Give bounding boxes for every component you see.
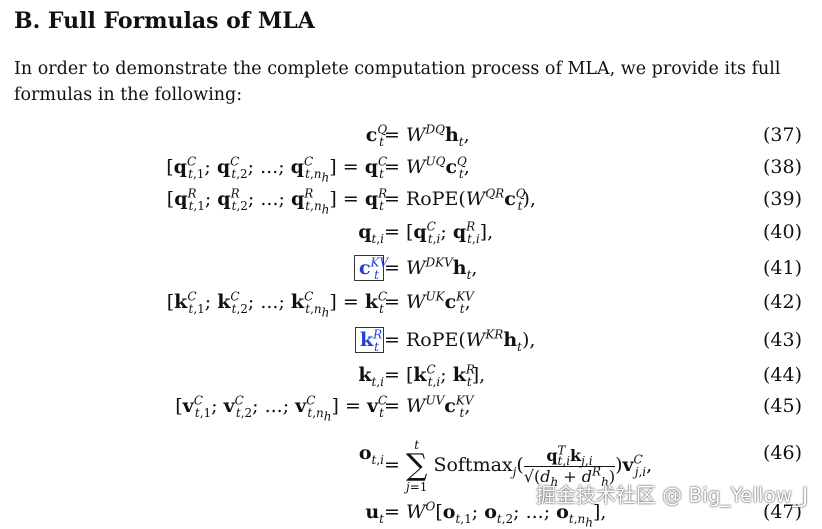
intro-paragraph: In order to demonstrate the complete com…: [14, 59, 781, 105]
equation-lhs: [qCt,1; qCt,2; ...; qCt,nh] = qCt: [166, 154, 388, 185]
equation-rhs: = [qCt,i; qRt,i],: [384, 219, 494, 246]
equation-rhs: = WUKcKVt,: [384, 289, 474, 316]
equation-41: cKVt = WDKVht, (41): [0, 253, 822, 283]
equation-lhs: ot,i: [358, 442, 384, 467]
equation-37: cQt = WDQht, (37): [0, 120, 822, 150]
equation-lhs: cKVt: [353, 253, 388, 283]
equation-number: (43): [762, 329, 802, 351]
equation-lhs: qt,i: [358, 221, 384, 246]
equation-number: (37): [762, 124, 802, 146]
equation-lhs: [qRt,1; qRt,2; ...; qRt,nh] = qRt: [166, 186, 388, 217]
equation-44: kt,i = [kCt,i; kRt], (44): [0, 360, 822, 390]
equation-47: ut = WO[ot,1; ot,2; ...; ot,nh], (47): [0, 497, 822, 529]
equation-40: qt,i = [qCt,i; qRt,i], (40): [0, 217, 822, 247]
equation-lhs: [kCt,1; kCt,2; ...; kCt,nh] = kCt: [166, 289, 388, 320]
cached-latent-kv-box: cKVt: [353, 255, 388, 281]
equation-lhs: ut: [365, 501, 384, 526]
equation-number: (41): [762, 257, 802, 279]
equation-number: (39): [762, 188, 802, 210]
equation-number: (45): [762, 395, 802, 417]
equation-rhs: = WUQcQt,: [384, 154, 470, 181]
equation-39: [qRt,1; qRt,2; ...; qRt,nh] = qRt = RoPE…: [0, 184, 822, 217]
equation-42: [kCt,1; kCt,2; ...; kCt,nh] = kCt = WUKc…: [0, 287, 822, 320]
equation-lhs: [vCt,1; vCt,2; ...; vCt,nh] = vCt: [175, 393, 388, 424]
watermark: 掘金技术社区 @ Big_Yellow_J: [535, 483, 808, 507]
equation-number: (46): [762, 442, 802, 464]
equation-lhs: kRt: [354, 325, 384, 355]
equation-lhs: kt,i: [358, 364, 384, 389]
summation: t ∑ j=1: [405, 438, 428, 494]
equation-rhs: = [kCt,i; kRt],: [384, 362, 486, 389]
equation-rhs: = WUVcKVt,: [384, 393, 474, 420]
equation-rhs: = WDKVht,: [384, 255, 478, 282]
equation-number: (42): [762, 291, 802, 313]
attention-fraction: qTt,ikj,i√(dh + dRh): [523, 443, 616, 489]
equation-number: (44): [762, 364, 802, 386]
equation-46: ot,i = t ∑ j=1 Softmaxj(qTt,ikj,i√(dh + …: [0, 438, 822, 494]
equation-rhs: = RoPE(WKRht),: [384, 327, 536, 354]
equation-rhs: = WDQht,: [384, 122, 470, 149]
equation-number: (38): [762, 156, 802, 178]
equation-number: (40): [762, 221, 802, 243]
equation-lhs: cQt: [365, 122, 388, 149]
equation-43: kRt = RoPE(WKRht), (43): [0, 325, 822, 355]
equation-38: [qCt,1; qCt,2; ...; qCt,nh] = qCt = WUQc…: [0, 152, 822, 185]
cached-rope-key-box: kRt: [354, 327, 384, 353]
equation-rhs: = RoPE(WQRcQt),: [384, 186, 536, 213]
equation-number: (47): [762, 501, 802, 523]
section-title: B. Full Formulas of MLA: [14, 8, 315, 34]
equation-45: [vCt,1; vCt,2; ...; vCt,nh] = vCt = WUVc…: [0, 391, 822, 424]
equation-rhs: = t ∑ j=1 Softmaxj(qTt,ikj,i√(dh + dRh))…: [384, 438, 653, 494]
equation-rhs: = WO[ot,1; ot,2; ...; ot,nh],: [384, 499, 607, 529]
